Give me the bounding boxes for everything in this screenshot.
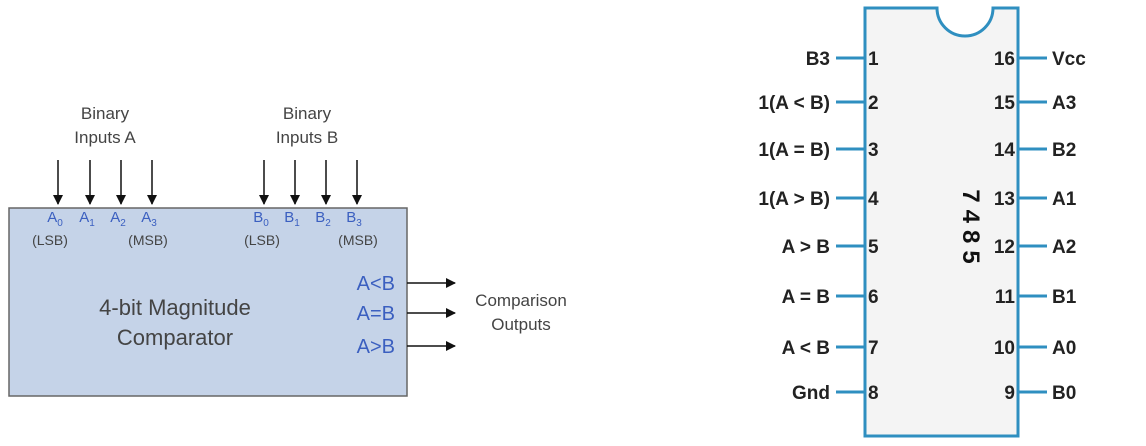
output-lines: A<B A=B A>B bbox=[357, 273, 456, 358]
pin-subscript: 2 bbox=[120, 218, 126, 229]
lsb-label-b: (LSB) bbox=[244, 232, 280, 248]
msb-label-b: (MSB) bbox=[338, 232, 378, 248]
pin-name-1: B3 bbox=[806, 49, 830, 70]
pin-subscript: 0 bbox=[263, 218, 269, 229]
pin-name-6: A = B bbox=[782, 287, 830, 308]
pin-number-7: 7 bbox=[868, 338, 879, 359]
pin-letter: B bbox=[346, 209, 356, 226]
pin-name-10: A0 bbox=[1052, 338, 1076, 359]
pin-letter: A bbox=[141, 209, 151, 226]
pin-label-a0: A0 bbox=[47, 209, 63, 229]
pin-name-12: A2 bbox=[1052, 237, 1076, 258]
ic-pinout: B3 1 1(A < B) 2 1(A = B) 3 1(A > B) 4 A > B 5 A = … bbox=[758, 6, 1086, 438]
pin-number-8: 8 bbox=[868, 383, 879, 404]
pin-letter: B bbox=[315, 209, 325, 226]
pin-number-5: 5 bbox=[868, 237, 879, 258]
pin-number-12: 12 bbox=[994, 237, 1015, 258]
pin-name-11: B1 bbox=[1052, 287, 1077, 308]
inputs-b-title-line2: Inputs B bbox=[276, 128, 338, 147]
pin-letter: A bbox=[110, 209, 120, 226]
pin-subscript: 2 bbox=[325, 218, 331, 229]
lsb-label-a: (LSB) bbox=[32, 232, 68, 248]
pin-label-a2: A2 bbox=[110, 209, 126, 229]
pin-name-15: A3 bbox=[1052, 93, 1076, 114]
ic-pins: B3 1 1(A < B) 2 1(A = B) 3 1(A > B) 4 A > B 5 A = … bbox=[758, 49, 1086, 404]
pin-subscript: 1 bbox=[89, 218, 95, 229]
inputs-a-title-line2: Inputs A bbox=[74, 128, 136, 147]
pin-subscript: 1 bbox=[294, 218, 300, 229]
chip-label: 7485 bbox=[957, 189, 984, 270]
pin-subscript: 3 bbox=[356, 218, 362, 229]
outputs-title-line1: Comparison bbox=[475, 291, 567, 310]
pin-letter: A bbox=[79, 209, 89, 226]
pin-label-a1: A1 bbox=[79, 209, 95, 229]
output-label-0: A<B bbox=[357, 273, 395, 295]
pin-name-8: Gnd bbox=[792, 383, 830, 404]
pin-number-9: 9 bbox=[1004, 383, 1015, 404]
pin-number-14: 14 bbox=[994, 140, 1016, 161]
msb-label-a: (MSB) bbox=[128, 232, 168, 248]
pin-letter: B bbox=[284, 209, 294, 226]
pin-number-13: 13 bbox=[994, 189, 1015, 210]
input-arrows bbox=[53, 160, 362, 205]
pin-number-3: 3 bbox=[868, 140, 879, 161]
pin-label-b3: B3 bbox=[346, 209, 362, 229]
pin-letter: B bbox=[253, 209, 263, 226]
pin-name-2: 1(A < B) bbox=[758, 93, 830, 114]
outputs-title-line2: Outputs bbox=[491, 315, 551, 334]
pin-label-b2: B2 bbox=[315, 209, 331, 229]
pin-label-b0: B0 bbox=[253, 209, 269, 229]
pin-number-1: 1 bbox=[868, 49, 879, 70]
pin-letter: A bbox=[47, 209, 57, 226]
pin-number-10: 10 bbox=[994, 338, 1015, 359]
ic-body bbox=[863, 6, 1020, 438]
pin-number-15: 15 bbox=[994, 93, 1016, 114]
pin-name-3: 1(A = B) bbox=[758, 140, 830, 161]
pin-number-2: 2 bbox=[868, 93, 879, 114]
pin-name-14: B2 bbox=[1052, 140, 1076, 161]
pin-subscript: 3 bbox=[151, 218, 157, 229]
pin-label-a3: A3 bbox=[141, 209, 157, 229]
inputs-b-title-line1: Binary bbox=[283, 104, 332, 123]
pin-name-7: A < B bbox=[782, 338, 830, 359]
pin-subscript: 0 bbox=[57, 218, 63, 229]
pin-name-5: A > B bbox=[782, 237, 830, 258]
output-label-2: A>B bbox=[357, 336, 395, 358]
pin-name-9: B0 bbox=[1052, 383, 1076, 404]
pin-name-16: Vcc bbox=[1052, 49, 1086, 70]
block-title-line1: 4-bit Magnitude bbox=[99, 295, 251, 320]
pin-number-11: 11 bbox=[995, 287, 1016, 308]
block-title-line2: Comparator bbox=[117, 325, 233, 350]
pin-label-b1: B1 bbox=[284, 209, 300, 229]
comparator-block bbox=[8, 207, 408, 397]
pin-number-6: 6 bbox=[868, 287, 879, 308]
pin-number-4: 4 bbox=[868, 189, 879, 210]
output-label-1: A=B bbox=[357, 303, 395, 325]
inputs-a-title-line1: Binary bbox=[81, 104, 130, 123]
pin-name-4: 1(A > B) bbox=[758, 189, 830, 210]
pin-number-16: 16 bbox=[994, 49, 1015, 70]
pin-name-13: A1 bbox=[1052, 189, 1077, 210]
